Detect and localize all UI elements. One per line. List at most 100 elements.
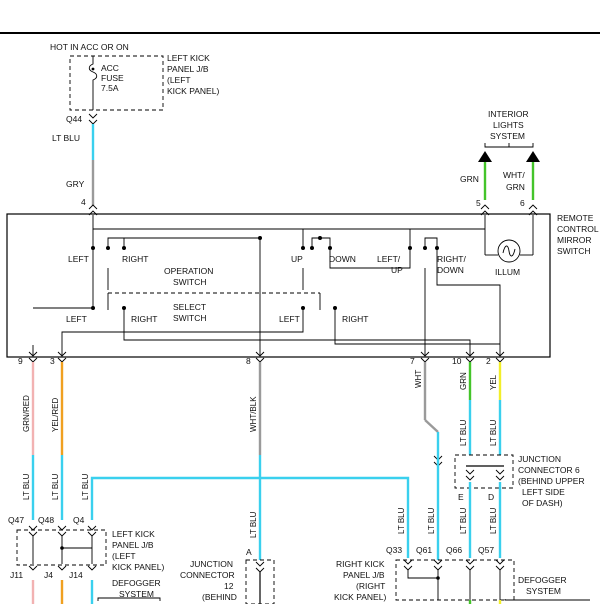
q33-label: Q33: [386, 545, 402, 555]
right-kick-jb-label-4: KICK PANEL): [334, 592, 386, 602]
j14-label: J14: [69, 570, 83, 580]
select-right2-label: RIGHT: [342, 314, 368, 324]
right-down-label-1: RIGHT/: [437, 254, 466, 264]
right-jb-internal: [407, 570, 501, 600]
lt-blu-q4-label: LT BLU: [81, 473, 90, 500]
right-kick-jb-label-3: (RIGHT: [356, 581, 385, 591]
defogger-left-label-1: DEFOGGER: [112, 578, 161, 588]
pin-10-label: 10: [452, 356, 462, 366]
right-kick-jb-box: [395, 559, 515, 601]
junction-6-e-connector: [465, 469, 475, 481]
down-label: DOWN: [329, 254, 356, 264]
interior-lights-bracket: [484, 143, 534, 148]
select-switch-label-1: SELECT: [173, 302, 206, 312]
lt-blu-q61-label: LT BLU: [427, 507, 436, 534]
j-connectors: [28, 565, 97, 571]
mirror-switch-label-2: CONTROL: [557, 224, 599, 234]
right-top-label: RIGHT: [122, 254, 148, 264]
wht-grn-label-1: WHT/: [503, 170, 525, 180]
left-kick-jb-top-label-2: PANEL J/B: [167, 64, 209, 74]
pin-3-label: 3: [50, 356, 55, 366]
down-contact-dot-1: [310, 246, 314, 250]
j4-label: J4: [44, 570, 53, 580]
junction-12-label-3: 12: [224, 581, 234, 591]
interior-lights-label-2: LIGHTS: [493, 120, 524, 130]
down-join-dot: [318, 236, 322, 240]
lt-blu-label-top: LT BLU: [52, 133, 80, 143]
fuse-label-3: 7.5A: [101, 83, 119, 93]
illum-label: ILLUM: [495, 267, 520, 277]
right-down-label-2: DOWN: [437, 265, 464, 275]
lt-blu-e-label: LT BLU: [459, 419, 468, 446]
left-top-label: LEFT: [68, 254, 89, 264]
bus-join-dot: [258, 236, 262, 240]
route-pin-8: [123, 308, 471, 356]
q44-label: Q44: [66, 114, 82, 124]
illum-filament: [502, 245, 516, 257]
q57-connector: [495, 559, 505, 571]
left-kick-jb-bottom-label-2: PANEL J/B: [112, 540, 154, 550]
pin-4-label: 4: [81, 197, 86, 207]
lt-blu-q33-label: LT BLU: [397, 507, 406, 534]
route-select-right2: [334, 308, 500, 345]
fuse-label-1: ACC: [101, 63, 119, 73]
yel-label: YEL: [489, 374, 498, 390]
up-label: UP: [291, 254, 303, 264]
junction-6-box: [454, 454, 514, 489]
interior-lights-label-3: SYSTEM: [490, 131, 525, 141]
junction-12-pin-a: A: [246, 547, 252, 557]
left-kick-jb-bottom-label-3: (LEFT: [112, 551, 136, 561]
pin-6-label: 6: [520, 198, 525, 208]
q66-connector: [465, 559, 475, 571]
q33-connector: [403, 559, 413, 571]
defogger-right-label-2: SYSTEM: [526, 586, 561, 596]
junction-6-label-1: JUNCTION: [518, 454, 561, 464]
route-pin-3: [61, 308, 304, 356]
defogger-left-bracket: [97, 597, 161, 601]
route-down-to-bus: [329, 248, 411, 269]
lt-blu-q66-label: LT BLU: [459, 507, 468, 534]
pin-8-label: 8: [246, 356, 251, 366]
q4-label: Q4: [73, 515, 85, 525]
mirror-switch-label-4: SWITCH: [557, 246, 591, 256]
left-kick-jb-top-label-1: LEFT KICK: [167, 53, 210, 63]
top-bus: [92, 215, 304, 237]
junction-6-label-4: LEFT SIDE: [522, 487, 565, 497]
q44-connector: [88, 113, 98, 125]
fuse-symbol: [88, 56, 98, 110]
yel-red-label: YEL/RED: [51, 398, 60, 432]
wht-grn-arrow: [526, 151, 540, 162]
select-left2-label: LEFT: [279, 314, 300, 324]
wht-grn-label-2: GRN: [506, 182, 525, 192]
q66-label: Q66: [446, 545, 462, 555]
junction-12-box: [245, 559, 275, 604]
pin-2-label: 2: [486, 356, 491, 366]
select-switch-label-2: SWITCH: [173, 313, 207, 323]
left-kick-jb-top-label-4: KICK PANEL): [167, 86, 219, 96]
junction-6-d-connector: [495, 469, 505, 481]
grn-arrow: [478, 151, 492, 162]
mirror-switch-box: [6, 213, 551, 358]
q47-connector: [28, 525, 38, 537]
q57-label: Q57: [478, 545, 494, 555]
q4-connector: [87, 525, 97, 537]
left-up-label-1: LEFT/: [377, 254, 401, 264]
grn-red-label: GRN/RED: [22, 395, 31, 432]
select-left-label: LEFT: [66, 314, 87, 324]
lt-blu-q47-label: LT BLU: [22, 473, 31, 500]
left-up-label-2: UP: [391, 265, 403, 275]
fuse-node: [91, 67, 95, 71]
right-contact-bar: [107, 237, 261, 248]
wht-blk-label: WHT/BLK: [249, 396, 258, 432]
junction-6-label-5: OF DASH): [522, 498, 563, 508]
q48-connector: [57, 525, 67, 537]
junction-6-label-2: CONNECTOR 6: [518, 465, 580, 475]
q61-label: Q61: [416, 545, 432, 555]
defogger-right-label-1: DEFOGGER: [518, 575, 567, 585]
left-kick-jb-top-box: [69, 55, 164, 111]
pin-7-label: 7: [410, 356, 415, 366]
junction-6-label-3: (BEHIND UPPER: [518, 476, 585, 486]
j11-label: J11: [10, 570, 23, 580]
defogger-right-bracket: [504, 599, 590, 601]
